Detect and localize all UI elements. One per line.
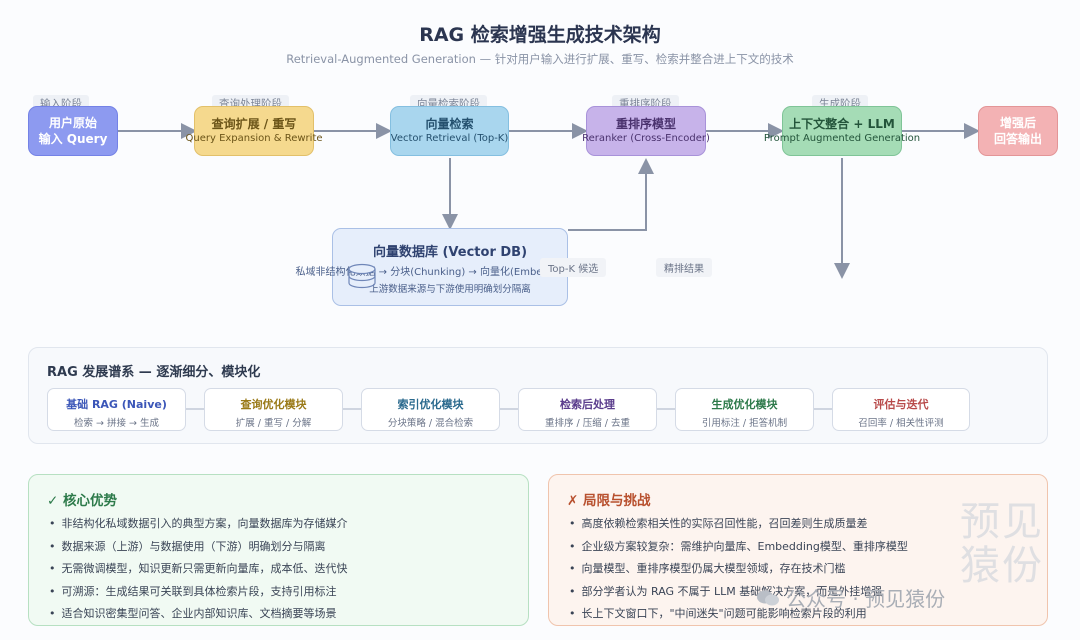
lineage-card-title: 评估与迭代 (873, 398, 929, 411)
limitations-title: ✗ 局限与挑战 (567, 493, 651, 509)
lineage-card-title: 查询优化模块 (240, 398, 307, 411)
node-reranker-sub: Reranker (Cross-Encoder) (582, 133, 710, 144)
lineage-card-sub: 引用标注 / 拒答机制 (701, 418, 788, 429)
node-user-query-title: 用户原始 (48, 116, 97, 130)
list-item: 长上下文窗口下，"中间迷失"问题可能影响检索片段的利用 (569, 603, 908, 626)
node-user-query: 用户原始 输入 Query (28, 106, 118, 156)
node-vector-retrieval-title: 向量检索 (425, 117, 474, 131)
lineage-card-sub: 召回率 / 相关性评测 (858, 418, 944, 429)
list-item: 非结构化私域数据引入的典型方案，向量数据库为存储媒介 (49, 513, 348, 536)
node-output: 增强后 回答输出 (978, 106, 1058, 156)
vector-db-title: 向量数据库 (Vector DB) (372, 245, 528, 260)
lineage-card-generation: 生成优化模块 引用标注 / 拒答机制 (675, 388, 814, 431)
lineage-card-query: 查询优化模块 扩展 / 重写 / 分解 (204, 388, 343, 431)
limitations-box: ✗ 局限与挑战 高度依赖检索相关性的实际召回性能，召回差则生成质量差 企业级方案… (548, 474, 1048, 626)
list-item: 企业级方案较复杂：需维护向量库、Embedding模型、重排序模型 (569, 536, 908, 559)
lineage-card-title: 生成优化模块 (711, 398, 778, 411)
vector-db-box: 向量数据库 (Vector DB) 私域非结构化数据 → 分块(Chunking… (295, 228, 575, 306)
list-item: 适合知识密集型问答、企业内部知识库、文档摘要等场景 (49, 603, 348, 626)
lineage-card-sub: 分块策略 / 混合检索 (387, 418, 474, 429)
advantages-title: ✓ 核心优势 (47, 493, 118, 509)
refined-tag: 精排结果 (656, 258, 712, 277)
lineage-card-sub: 重排序 / 压缩 / 去重 (545, 418, 630, 429)
topk-tag: Top-K 候选 (540, 258, 607, 277)
lineage-card-sub: 扩展 / 重写 / 分解 (235, 418, 312, 429)
node-llm: 上下文整合 + LLM Prompt Augmented Generation (764, 106, 920, 156)
lineage-card-postprocess: 检索后处理 重排序 / 压缩 / 去重 (518, 388, 657, 431)
page-subtitle: Retrieval-Augmented Generation — 针对用户输入进… (286, 52, 794, 66)
wechat-icon (757, 590, 779, 605)
node-query-rewrite-title: 查询扩展 / 重写 (211, 117, 297, 131)
lineage-card-naive: 基础 RAG (Naive) 检索 → 拼接 → 生成 (47, 388, 186, 431)
list-item: 向量模型、重排序模型仍属大模型领域，存在技术门槛 (569, 558, 908, 581)
lineage-card-evaluation: 评估与迭代 召回率 / 相关性评测 (832, 388, 970, 431)
node-llm-sub: Prompt Augmented Generation (763, 133, 921, 144)
advantages-box: ✓ 核心优势 非结构化私域数据引入的典型方案，向量数据库为存储媒介 数据来源（上… (28, 474, 529, 626)
database-icon (348, 263, 376, 289)
vector-db-note: 上游数据来源与下游使用明确划分隔离 (369, 284, 531, 295)
vector-db-pipeline: 私域非结构化数据 → 分块(Chunking) → 向量化(Embedding) (295, 267, 575, 278)
lineage-card-sub: 检索 → 拼接 → 生成 (74, 418, 159, 429)
arrow-vdb-to-rerank (568, 158, 654, 231)
list-item: 部分学者认为 RAG 不属于 LLM 基础解决方案，而是外挂增强 (569, 581, 908, 604)
watermark-line: 公众号 · 预见猿份 (756, 583, 945, 612)
list-item: 无需微调模型，知识更新只需更新向量库，成本低、迭代快 (49, 558, 348, 581)
limitations-list: 高度依赖检索相关性的实际召回性能，召回差则生成质量差 企业级方案较复杂：需维护向… (569, 513, 908, 626)
node-llm-title: 上下文整合 + LLM (789, 117, 895, 131)
page-title: RAG 检索增强生成技术架构 (419, 24, 661, 46)
lineage-card-title: 基础 RAG (Naive) (66, 398, 167, 411)
node-query-rewrite-sub: Query Expansion & Rewrite (185, 133, 323, 144)
node-query-rewrite: 查询扩展 / 重写 Query Expansion & Rewrite (186, 106, 323, 156)
lineage-card-index: 索引优化模块 分块策略 / 混合检索 (361, 388, 500, 431)
advantages-list: 非结构化私域数据引入的典型方案，向量数据库为存储媒介 数据来源（上游）与数据使用… (49, 513, 348, 626)
lineage-card-title: 检索后处理 (560, 398, 615, 411)
watermark-big: 预见猿份 (960, 499, 1044, 589)
node-output-title: 增强后 (999, 116, 1036, 130)
list-item: 高度依赖检索相关性的实际召回性能，召回差则生成质量差 (569, 513, 908, 536)
list-item: 数据来源（上游）与数据使用（下游）明确划分与隔离 (49, 536, 348, 559)
node-vector-retrieval: 向量检索 Vector Retrieval (Top-K) (390, 106, 509, 156)
node-vector-retrieval-sub: Vector Retrieval (Top-K) (390, 133, 509, 144)
lineage-title: RAG 发展谱系 — 逐渐细分、模块化 (47, 365, 261, 380)
node-reranker-title: 重排序模型 (615, 117, 676, 131)
node-user-query-sub: 输入 Query (38, 132, 108, 146)
list-item: 可溯源：生成结果可关联到具体检索片段，支持引用标注 (49, 581, 348, 604)
lineage-card-title: 索引优化模块 (397, 398, 464, 411)
watermark-text: 公众号 · 预见猿份 (786, 587, 946, 611)
node-output-sub: 回答输出 (993, 132, 1042, 146)
node-reranker: 重排序模型 Reranker (Cross-Encoder) (582, 106, 710, 156)
